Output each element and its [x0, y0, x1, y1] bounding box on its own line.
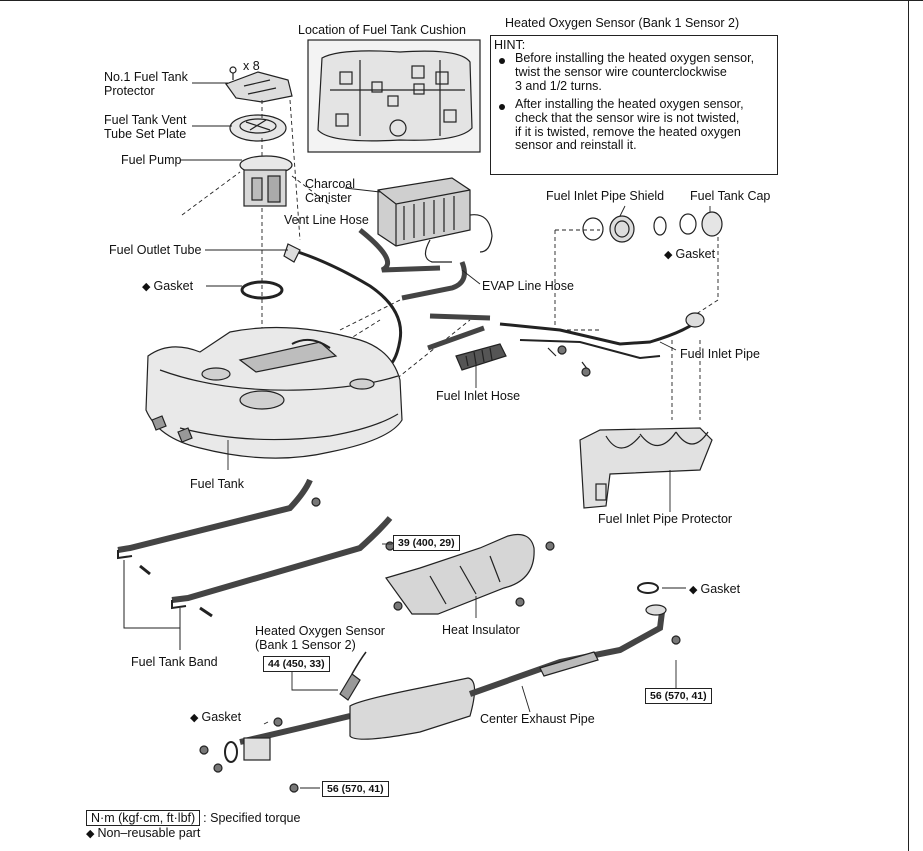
- center-exhaust-pipe-art: [224, 582, 667, 763]
- label-evap-hose: EVAP Line Hose: [482, 279, 574, 293]
- tank-cushion-inset: [307, 39, 481, 153]
- hint-line: check that the sensor wire is not twiste…: [515, 110, 740, 125]
- fuel-tank-art: [145, 326, 403, 459]
- label-tank-band: Fuel Tank Band: [131, 655, 218, 669]
- hint-box: HINT: Before installing the heated oxyge…: [490, 35, 778, 175]
- legend: N·m (kgf·cm, ft·lbf): Specified torque ◆…: [86, 810, 300, 840]
- heat-insulator-art: [385, 533, 535, 615]
- label-fuel-tank: Fuel Tank: [190, 477, 244, 491]
- torque-pipe-rear: 56 (570, 41): [645, 688, 712, 704]
- oxygen-sensor-art: [339, 651, 367, 701]
- sensor-hint-title: Heated Oxygen Sensor (Bank 1 Sensor 2): [505, 16, 740, 30]
- hint-line: After installing the heated oxygen senso…: [515, 97, 744, 111]
- label-outlet-tube: Fuel Outlet Tube: [109, 243, 202, 257]
- protector-quantity: x 8: [243, 59, 260, 73]
- torque-sensor: 44 (450, 33): [263, 656, 330, 672]
- label-center-pipe: Center Exhaust Pipe: [480, 712, 595, 726]
- fuel-pump-art: [239, 155, 293, 207]
- label-oxygen-sensor: Heated Oxygen Sensor(Bank 1 Sensor 2): [255, 624, 385, 652]
- label-gasket-tank: ◆Gasket: [142, 279, 194, 293]
- outlet-tube-art: [291, 248, 403, 370]
- cushion-title: Location of Fuel Tank Cushion: [298, 23, 466, 37]
- label-inlet-hose: Fuel Inlet Hose: [436, 389, 521, 403]
- charcoal-canister-art: [377, 177, 493, 263]
- torque-pipe-front: 56 (570, 41): [322, 781, 389, 797]
- hint-line: 3 and 1/2 turns.: [515, 78, 602, 93]
- legend-torque: N·m (kgf·cm, ft·lbf): Specified torque: [86, 810, 300, 826]
- inlet-shield-art: [582, 211, 723, 243]
- vent-plate-art: [229, 114, 287, 142]
- hint-bullet-1: Before installing the heated oxygen sens…: [515, 51, 755, 93]
- bolts-art: [199, 345, 681, 793]
- label-inlet-pipe: Fuel Inlet Pipe: [680, 347, 760, 361]
- inlet-protector-art: [579, 427, 713, 509]
- right-rule: [908, 0, 909, 851]
- hint-line: Before installing the heated oxygen sens…: [515, 51, 755, 65]
- label-gasket-front: ◆Gasket: [190, 710, 242, 724]
- bullet-dot: [499, 104, 505, 110]
- bullet-dot: [499, 58, 505, 64]
- legend-torque-box: N·m (kgf·cm, ft·lbf): [86, 810, 201, 826]
- gasket-ring-art: [240, 280, 284, 300]
- label-tank-cap: Fuel Tank Cap: [690, 189, 771, 203]
- label-fuel-pump: Fuel Pump: [121, 153, 182, 167]
- inlet-hose-art: [455, 343, 507, 371]
- label-inlet-shield: Fuel Inlet Pipe Shield: [546, 189, 665, 203]
- fuel-tank-protector-art: [225, 66, 293, 103]
- hint-line: if it is twisted, remove the heated oxyg…: [515, 124, 741, 139]
- fuel-tank-bands-art: [117, 478, 393, 650]
- label-inlet-protector: Fuel Inlet Pipe Protector: [598, 512, 733, 526]
- fuel-inlet-pipe-art: [499, 312, 705, 371]
- torque-band: 39 (400, 29): [393, 535, 460, 551]
- hint-bullet-2: After installing the heated oxygen senso…: [515, 97, 744, 153]
- top-rule: [0, 0, 923, 1]
- label-gasket-cap: ◆Gasket: [664, 247, 716, 261]
- legend-nonreusable: ◆Non–reusable part: [86, 826, 201, 840]
- leader-lines: [180, 82, 711, 789]
- vent-hose-art: [358, 228, 441, 273]
- label-heat-insulator: Heat Insulator: [442, 623, 520, 637]
- hint-line: sensor and reinstall it.: [515, 138, 637, 153]
- hint-heading: HINT:: [494, 38, 526, 52]
- label-gasket-pipe: ◆Gasket: [689, 582, 741, 596]
- label-vent-hose: Vent Line Hose: [284, 213, 369, 227]
- hint-line: twist the sensor wire counterclockwise: [515, 64, 727, 79]
